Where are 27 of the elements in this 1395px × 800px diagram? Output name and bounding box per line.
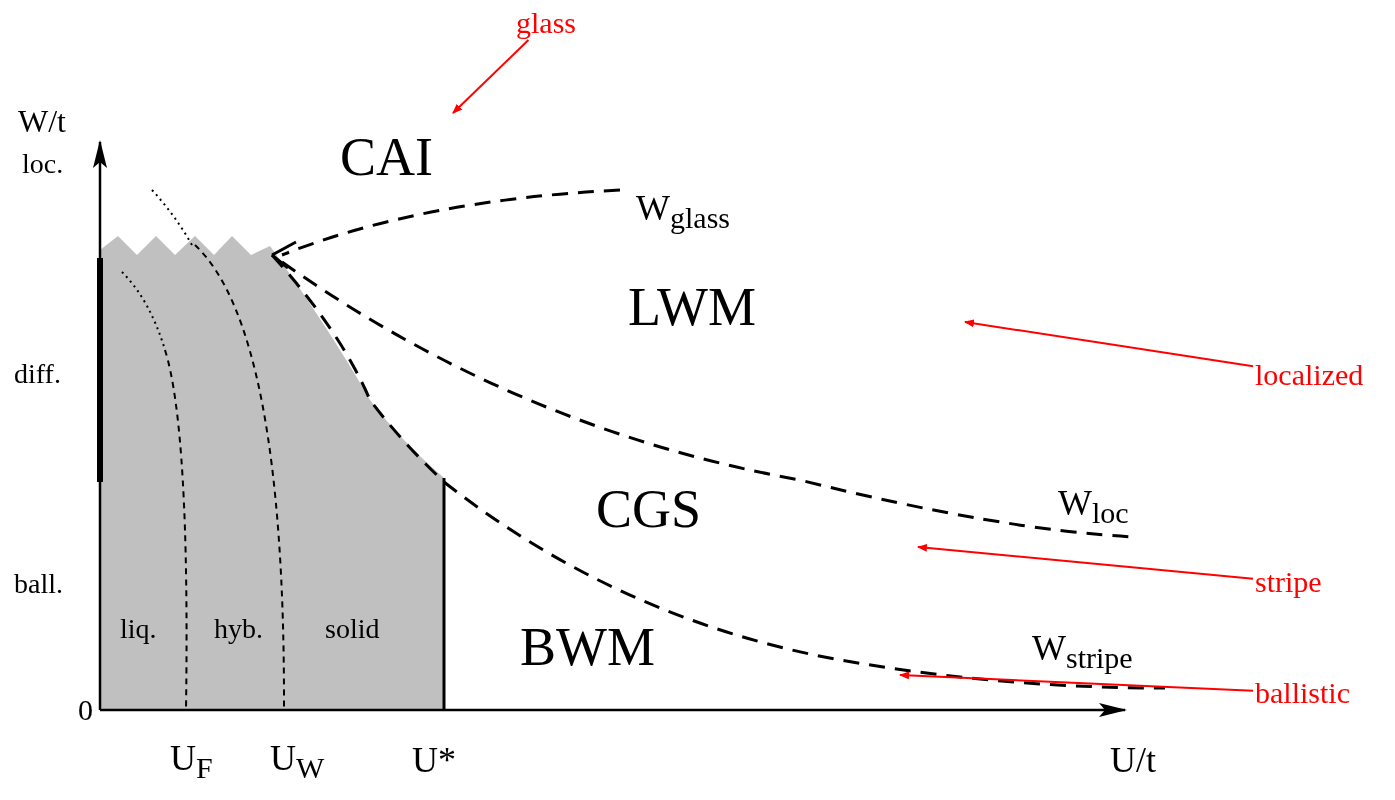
leader-arrow [452, 39, 530, 114]
tick-label: ball. [14, 570, 63, 598]
boundary-label: W$_{stripe}$ [1032, 630, 1133, 674]
phase-label: CAI [340, 130, 433, 184]
tick-label: 0 [78, 695, 93, 725]
tick-label: U* [412, 742, 456, 778]
leader-arrow [899, 671, 1254, 692]
tick-label: U$_{F}$ [170, 740, 213, 784]
boundary-label: W$_{glass}$ [636, 190, 730, 234]
tick-label: loc. [22, 150, 64, 178]
tick-label: diff. [14, 360, 61, 388]
region-label: hyb. [214, 615, 263, 643]
phase-label: LWM [628, 280, 756, 334]
annotation-text: glass [516, 8, 576, 38]
boundary-label: W$_{loc}$ [1058, 485, 1129, 529]
tick-label: U$_{W}$ [270, 740, 325, 784]
annotation-text: localized [1255, 360, 1364, 390]
leader-arrow [917, 543, 1254, 580]
phase-label: CGS [596, 482, 702, 536]
region-label: solid [325, 615, 380, 643]
axis-label: U/t [1110, 742, 1156, 778]
phase-label: BWM [520, 620, 655, 674]
region-label: liq. [120, 615, 157, 643]
annotation-text: ballistic [1255, 678, 1350, 708]
axis-label: W/t [18, 105, 66, 137]
annotation-text: stripe [1255, 567, 1322, 597]
leader-arrow [964, 319, 1254, 368]
